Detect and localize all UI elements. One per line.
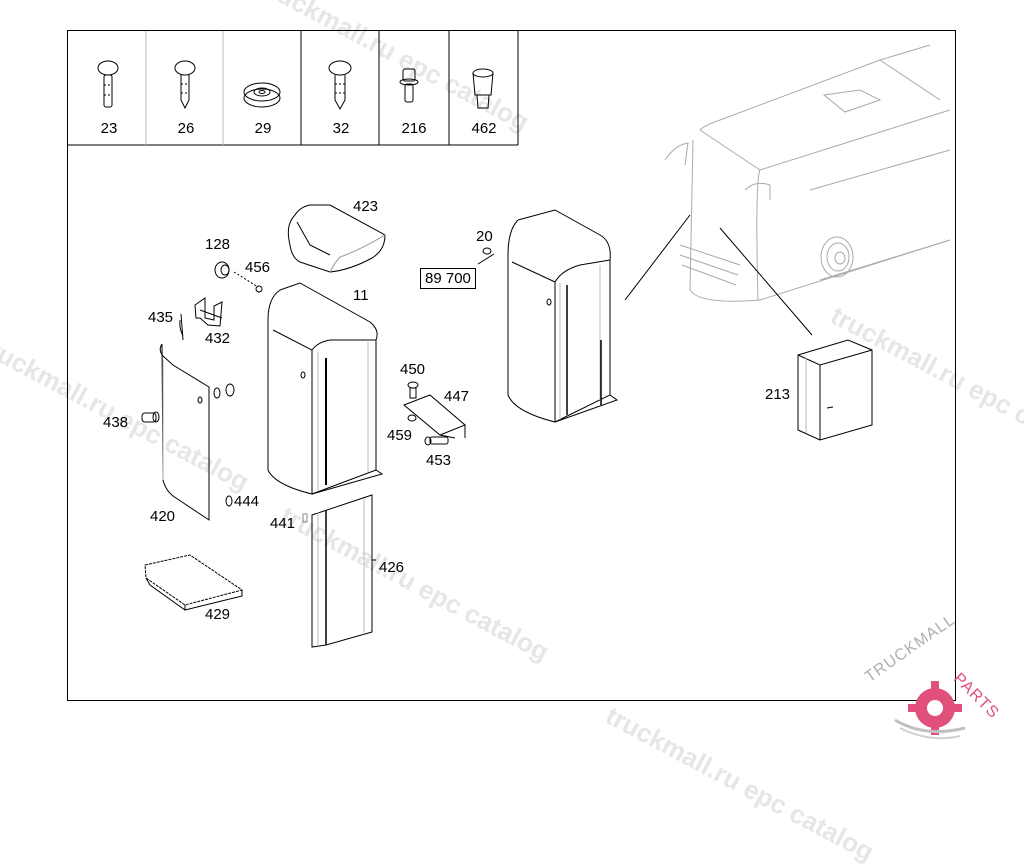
- screw-icon: [97, 60, 119, 108]
- header-part-number[interactable]: 23: [100, 120, 118, 137]
- callout-label[interactable]: 432: [205, 330, 231, 347]
- connector-part: [141, 411, 160, 423]
- exploded-view-drawing: [141, 44, 966, 740]
- side-panel-part: [159, 343, 210, 521]
- bus-illustration: [664, 44, 951, 302]
- callout-label[interactable]: 438: [103, 414, 129, 431]
- callout-label[interactable]: 450: [400, 361, 426, 378]
- clip-part: [302, 513, 308, 523]
- callout-label[interactable]: 11: [353, 287, 369, 304]
- callout-label[interactable]: 441: [270, 515, 296, 532]
- callout-label[interactable]: 429: [205, 606, 231, 623]
- spacer-part: [214, 261, 230, 279]
- callout-label[interactable]: 426: [379, 559, 405, 576]
- callout-label[interactable]: 447: [444, 388, 470, 405]
- bolt-part: [424, 436, 449, 446]
- tray-part: [144, 554, 244, 611]
- callout-label[interactable]: 20: [476, 228, 493, 245]
- callout-label[interactable]: 435: [148, 309, 174, 326]
- callout-label[interactable]: 128: [205, 236, 231, 253]
- pan-head-screw-icon: [328, 60, 352, 111]
- header-part-number[interactable]: 29: [254, 120, 272, 137]
- screw-part: [407, 381, 419, 399]
- reference-box[interactable]: 89 700: [420, 268, 476, 289]
- washer-icon: [243, 82, 281, 108]
- clip-part: [179, 313, 184, 341]
- logo-gear-icon: [894, 681, 966, 740]
- callout-label[interactable]: 459: [387, 427, 413, 444]
- callout-label[interactable]: 423: [353, 198, 379, 215]
- hex-bolt-icon: [399, 68, 419, 103]
- callout-label[interactable]: 420: [150, 508, 176, 525]
- bolt-part: [233, 271, 263, 293]
- callout-label[interactable]: 213: [765, 386, 791, 403]
- diagram-frame: [67, 30, 956, 701]
- grommet-part: [213, 383, 235, 507]
- header-part-number[interactable]: 26: [177, 120, 195, 137]
- pillar-part: [311, 494, 376, 648]
- mounting-bracket-part: [403, 394, 466, 439]
- header-part-number[interactable]: 216: [401, 120, 427, 137]
- lid-part: [287, 204, 386, 273]
- control-unit-part: [797, 339, 873, 441]
- tapping-screw-icon: [174, 60, 196, 110]
- plug-icon: [472, 68, 494, 109]
- hinge-bracket-part: [194, 297, 223, 327]
- callout-label[interactable]: 456: [245, 259, 271, 276]
- fastener-part: [477, 247, 495, 265]
- header-part-number[interactable]: 32: [332, 120, 350, 137]
- callout-label[interactable]: 444: [234, 493, 260, 510]
- header-part-number[interactable]: 462: [471, 120, 497, 137]
- nut-part: [407, 414, 417, 422]
- assembled-cabinet: [507, 209, 619, 423]
- callout-label[interactable]: 453: [426, 452, 452, 469]
- cabinet-part: [267, 282, 384, 495]
- header-parts-strip: [68, 31, 519, 146]
